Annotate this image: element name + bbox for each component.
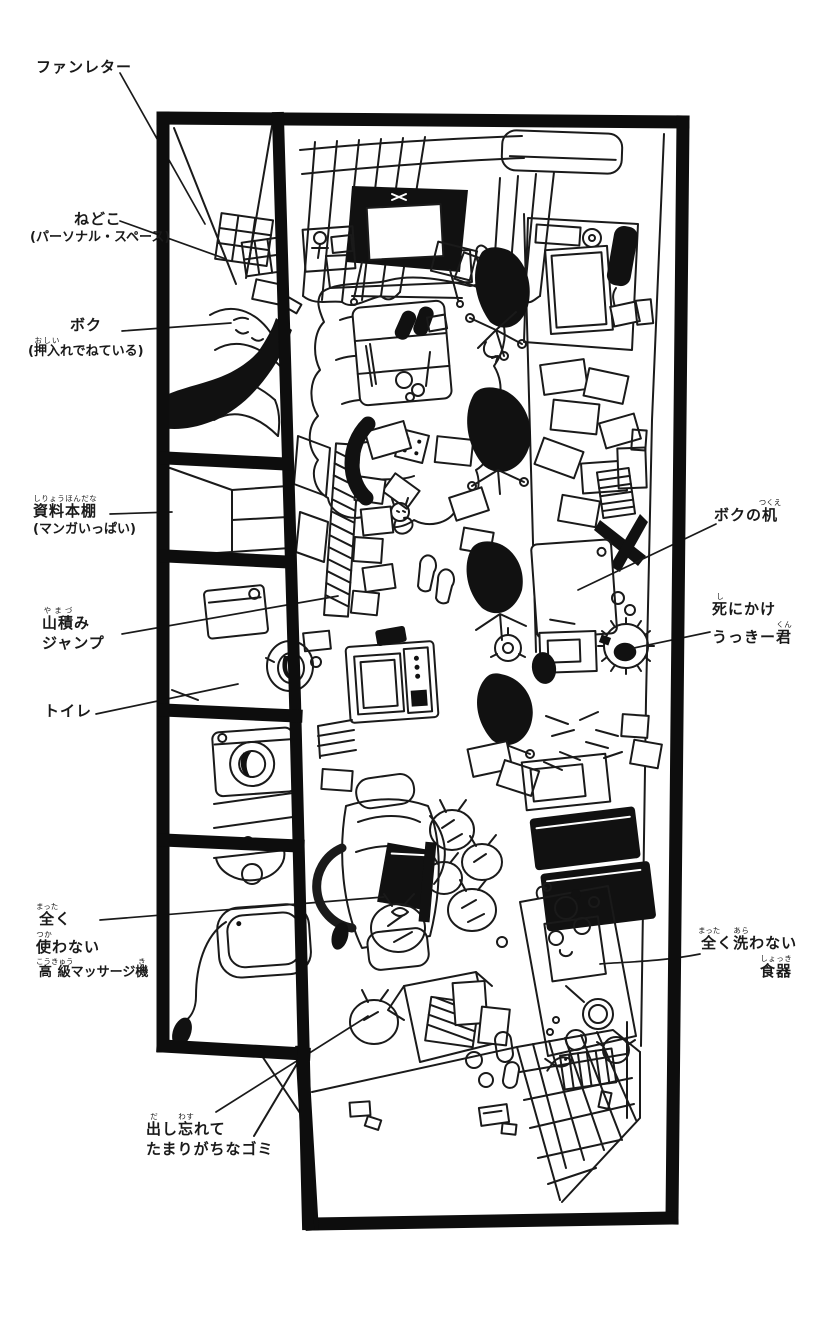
label-text: ボク [70, 316, 103, 334]
label-toilet: トイレ [44, 702, 92, 722]
label-text: 山積やまづみ [42, 606, 91, 632]
label-text: ボクの机つくえ [714, 498, 782, 524]
pet-cage [597, 617, 655, 675]
air-conditioner [500, 129, 624, 175]
label-massage-machine: 全まったく 使つかわない 高級こうきゅうマッサージ機き [36, 902, 148, 982]
label-jump-pile: 山積やまづみ ジャンプ [42, 606, 105, 653]
label-text: ファンレター [36, 58, 133, 76]
label-text: トイレ [44, 702, 93, 720]
entrance-tiles [311, 1021, 641, 1203]
desk-area [523, 133, 665, 1047]
washing-machine-room [211, 726, 301, 829]
massage-chair [312, 773, 446, 971]
office-chairs [465, 247, 535, 767]
kitchen [519, 752, 656, 1091]
trash-bags [370, 799, 508, 953]
label-bed: ねどこ (パーソナル・スペース) [30, 210, 170, 246]
label-me: ボク (押入おしいれでねている) [28, 316, 144, 360]
jump-pile [293, 416, 397, 668]
label-text: 使つかわない [36, 929, 101, 956]
label-text: ねどこ [74, 210, 122, 228]
label-text: うっきー君くん [712, 619, 793, 646]
pen-clutter [466, 711, 663, 797]
label-text: 全まったく洗あらわない [698, 926, 798, 952]
label-text: 全まったく [36, 902, 72, 928]
label-text: 食器しょっき [760, 953, 793, 980]
label-text: (押入おしいれでねている) [28, 335, 144, 359]
label-fan-letter: ファンレター [36, 58, 132, 78]
label-text: 死しにかけ [712, 592, 777, 618]
label-text: 出だし忘わすれて [146, 1112, 226, 1138]
bathroom [172, 836, 312, 1137]
label-text: たまりがちなゴミ [146, 1139, 274, 1158]
walls [156, 111, 690, 1231]
label-ukki-kun: 死しにかけ うっきー君くん [712, 592, 792, 647]
label-my-desk: ボクの机つくえ [714, 498, 781, 526]
microwave-shelf [317, 625, 440, 793]
label-text: (パーソナル・スペース) [30, 229, 171, 245]
tv-set [301, 186, 509, 308]
scattered-papers [363, 420, 495, 605]
label-text: (マンガいっぱい) [33, 521, 136, 537]
label-text: ジャンプ [42, 633, 105, 652]
bookshelf-niche [169, 467, 291, 557]
label-text: 高級こうきゅうマッサージ機き [36, 957, 149, 980]
label-dishes: 全まったく洗あらわない 食器しょっき [698, 926, 797, 981]
label-bookshelf: 資料本棚しりょうほんだな (マンガいっぱい) [33, 494, 136, 538]
window-curtains [299, 129, 624, 306]
garbage-boxes [348, 971, 613, 1136]
label-text: 資料本棚しりょうほんだな [33, 494, 98, 520]
label-garbage: 出だし忘わすれて たまりがちなゴミ [146, 1112, 274, 1159]
fridge [529, 806, 656, 932]
